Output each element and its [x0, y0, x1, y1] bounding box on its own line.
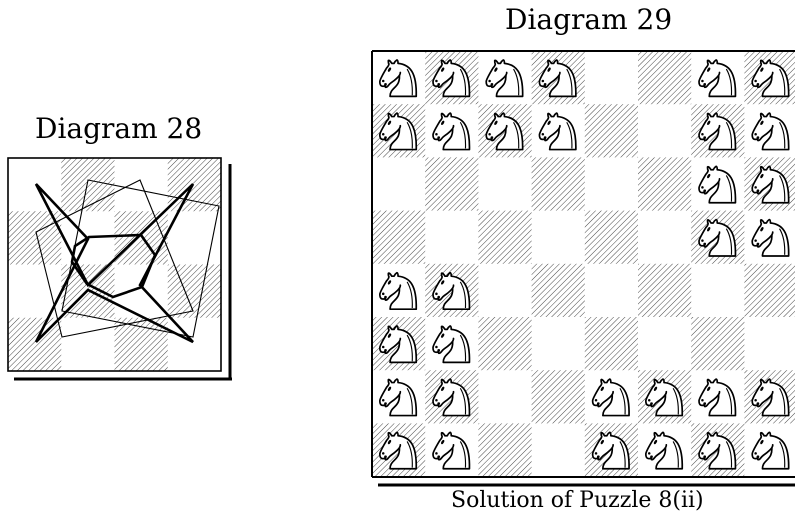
dark-square: [114, 211, 168, 265]
board-border: [7, 157, 222, 372]
white-knight-icon: [432, 112, 471, 151]
white-knight-icon: [378, 59, 418, 98]
white-knight-icon: [751, 218, 790, 257]
dark-square: [372, 210, 426, 264]
white-knight-icon: [751, 431, 790, 470]
dark-square: [638, 51, 692, 105]
white-knight-icon: [378, 378, 418, 417]
knight-tour-square-b: [35, 179, 194, 338]
dark-square: [638, 157, 692, 211]
white-knight-icon: [698, 165, 737, 204]
white-knight-icon: [432, 431, 471, 470]
dark-square: [167, 264, 221, 318]
dark-square: [478, 423, 532, 477]
white-knight-icon: [698, 378, 737, 417]
diagram-28-board: [7, 157, 232, 381]
dark-square: [584, 317, 638, 371]
dark-square: [478, 317, 532, 371]
dark-square: [425, 157, 479, 211]
dark-square: [744, 263, 795, 317]
dark-square: [691, 317, 745, 371]
knight-tour-octagon: [70, 233, 157, 299]
white-knight-icon: [751, 112, 790, 151]
white-knight-icon: [698, 59, 737, 98]
dark-square: [61, 158, 115, 212]
dark-square: [531, 263, 585, 317]
white-knight-icon: [538, 112, 577, 151]
dark-square: [531, 157, 585, 211]
diagram-29-title: Diagram 29: [505, 3, 673, 36]
knight-tour-square-a: [61, 179, 220, 338]
dark-square: [584, 210, 638, 264]
knight-tour-star: [34, 183, 195, 344]
diagram-29-board: [371, 50, 795, 487]
dark-square: [167, 158, 221, 212]
dark-square: [531, 370, 585, 424]
dark-square: [638, 263, 692, 317]
dark-square: [478, 210, 532, 264]
diagram-28-title: Diagram 28: [35, 112, 203, 145]
diagram-29-caption: Solution of Puzzle 8(ii): [451, 488, 704, 513]
white-knight-icon: [644, 431, 684, 470]
white-knight-icon: [485, 59, 524, 98]
white-knight-icon: [378, 271, 418, 311]
white-knight-icon: [591, 378, 630, 417]
dark-square: [584, 104, 638, 158]
dark-square: [8, 211, 62, 265]
white-knight-icon: [432, 325, 471, 364]
